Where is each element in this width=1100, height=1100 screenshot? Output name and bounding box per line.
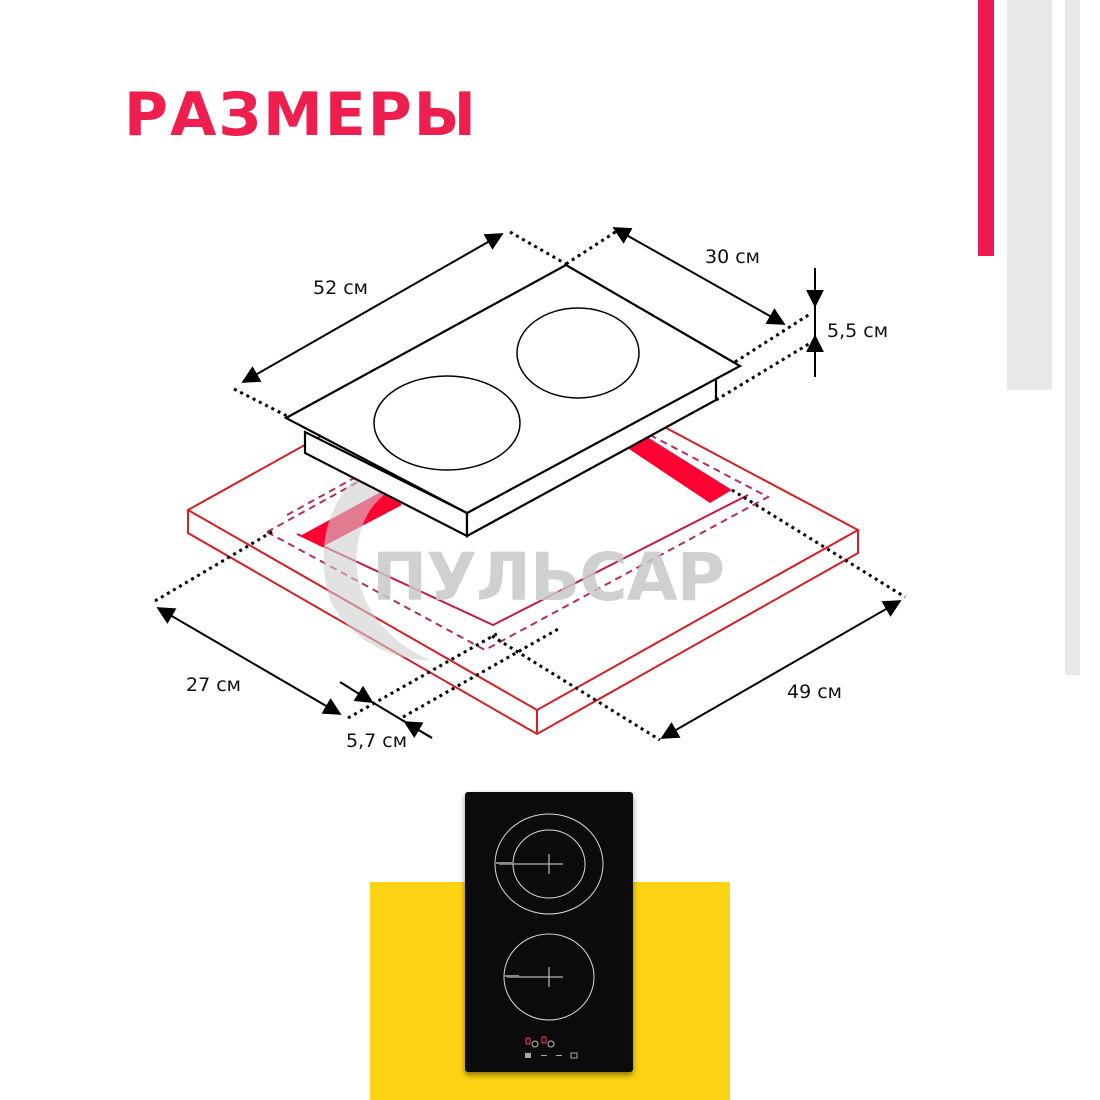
minus-icon xyxy=(556,1055,562,1056)
cutout-outline xyxy=(296,494,749,627)
power-icon xyxy=(525,1053,531,1058)
svg-text:ПУЛЬСАР: ПУЛЬСАР xyxy=(372,539,724,616)
control-icons xyxy=(525,1052,578,1059)
dim-arrow-length xyxy=(241,233,504,383)
burner-lower-ring xyxy=(503,933,595,1021)
burner-rear xyxy=(516,307,640,399)
product-photo xyxy=(465,792,633,1072)
dim-arrow-cutout-width xyxy=(660,600,902,739)
page-title: РАЗМЕРЫ xyxy=(124,80,478,150)
support-right xyxy=(620,430,732,503)
timer-icon xyxy=(570,1052,578,1059)
label-offset: 5,7 см xyxy=(346,730,407,752)
decor-red-bar xyxy=(978,0,994,256)
dimensions-diagram: ПУЛЬСАР 52 см 30 см 5,5 см 27 см xyxy=(154,227,906,752)
burner-outer-ring xyxy=(494,813,604,915)
label-cutout-width: 49 см xyxy=(787,681,842,703)
dim-arrow-width xyxy=(612,227,786,325)
dim-arrow-depth xyxy=(156,607,342,715)
display-digits xyxy=(525,1036,547,1045)
dim-arrow-offset-b xyxy=(403,721,433,739)
label-height: 5,5 см xyxy=(827,320,888,342)
label-width: 30 см xyxy=(705,246,760,268)
plus-icon xyxy=(541,1055,547,1056)
decor-grey-bar xyxy=(1007,0,1052,390)
label-depth: 27 см xyxy=(186,674,241,696)
decor-grey-thin-bar xyxy=(1065,0,1080,675)
dim-arrow-offset-a xyxy=(339,681,374,703)
label-length: 52 см xyxy=(313,277,368,299)
